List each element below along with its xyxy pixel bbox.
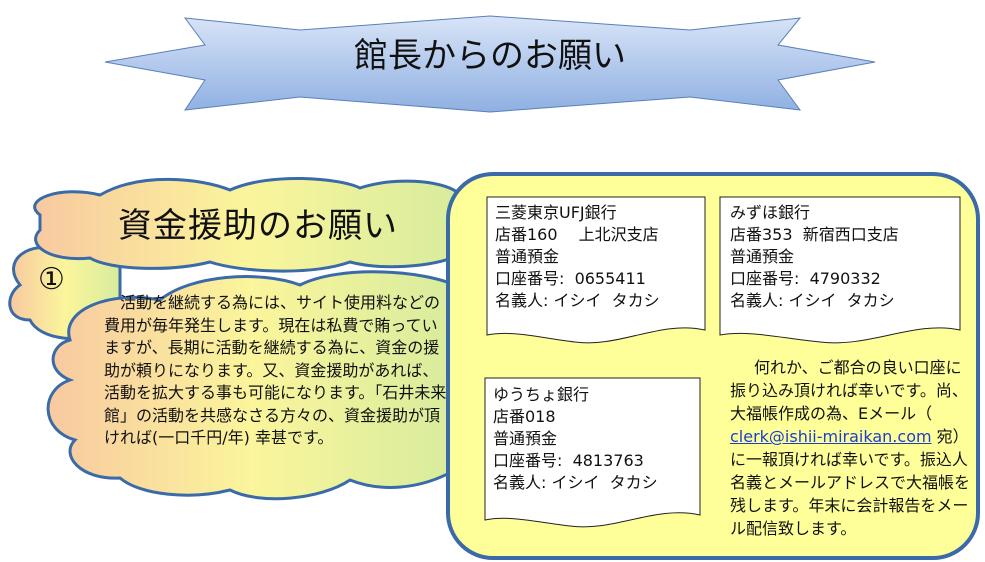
note-text-before: 何れか、ご都合の良い口座に振り込み頂ければ幸いです。尚、大福帳作成の為、Eメール… — [730, 358, 968, 423]
bank-name: みずほ銀行 — [730, 203, 811, 222]
account-type: 普通預金 — [495, 247, 560, 266]
account-card-yucho: ゆうちょ銀行 店番018 普通預金 口座番号: 4813763 名義人: イシイ… — [493, 384, 658, 494]
account-type: 普通預金 — [730, 247, 795, 266]
account-holder: 名義人: イシイ タカシ — [495, 291, 660, 310]
account-number: 口座番号: 4790332 — [730, 269, 881, 288]
account-card-mizuho: みずほ銀行 店番353 新宿西口支店 普通預金 口座番号: 4790332 名義… — [730, 202, 899, 312]
bank-name: ゆうちょ銀行 — [493, 385, 590, 404]
account-number: 口座番号: 0655411 — [495, 269, 646, 288]
transfer-note: 何れか、ご都合の良い口座に振り込み頂ければ幸いです。尚、大福帳作成の為、Eメール… — [730, 356, 970, 540]
account-number: 口座番号: 4813763 — [493, 451, 644, 470]
account-type: 普通預金 — [493, 429, 558, 448]
bank-name: 三菱東京UFJ銀行 — [495, 203, 617, 222]
section-body: 活動を継続する為には、サイト使用料などの費用が毎年発生します。現在は私費で賄って… — [104, 293, 447, 447]
account-cards — [484, 196, 961, 528]
note-text-after: 宛）に一報頂ければ幸いです。振込人名義とメールアドレスで大福帳を残します。年末に… — [730, 427, 971, 538]
title-banner — [104, 15, 876, 113]
account-holder: 名義人: イシイ タカシ — [493, 473, 658, 492]
branch: 店番018 — [493, 407, 556, 426]
section-title: 資金援助のお願い — [118, 206, 398, 246]
email-link[interactable]: clerk@ishii-miraikan.com — [730, 427, 932, 446]
page-title: 館長からのお願い — [354, 36, 626, 76]
account-card-mufg: 三菱東京UFJ銀行 店番160 上北沢支店 普通預金 口座番号: 0655411… — [495, 202, 660, 312]
branch: 店番160 上北沢支店 — [495, 225, 659, 244]
account-holder: 名義人: イシイ タカシ — [730, 291, 895, 310]
branch: 店番353 新宿西口支店 — [730, 225, 899, 244]
cloud-shape — [8, 177, 462, 501]
section-number: ① — [38, 262, 65, 297]
